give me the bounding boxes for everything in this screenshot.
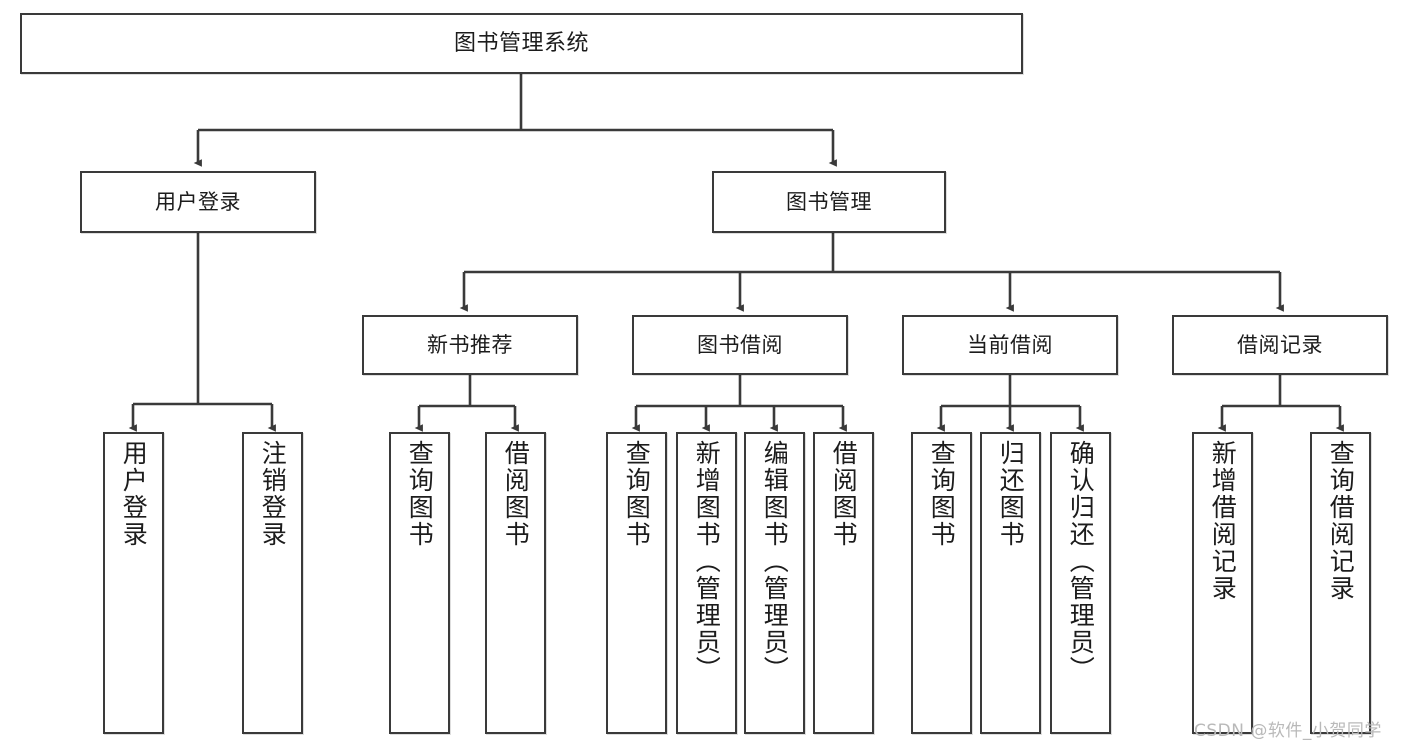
node-label: 归还图书 — [996, 440, 1026, 548]
node-book-borrow[interactable]: 图书借阅 — [632, 315, 848, 375]
node-label: 当前借阅 — [967, 332, 1053, 357]
node-label: 确认归还（管理员） — [1066, 440, 1096, 683]
node-label: 用户登录 — [155, 189, 241, 214]
leaf-current-confirm-return[interactable]: 确认归还（管理员） — [1050, 432, 1111, 734]
node-label: 借阅图书 — [501, 440, 531, 548]
node-label: 借阅图书 — [829, 440, 859, 548]
node-label: 用户登录 — [119, 440, 149, 548]
node-label: 图书管理 — [786, 189, 872, 214]
node-label: 编辑图书（管理员） — [760, 440, 790, 683]
leaf-new-book-borrow[interactable]: 借阅图书 — [485, 432, 546, 734]
leaf-borrow-query-book[interactable]: 查询图书 — [606, 432, 667, 734]
leaf-new-book-query[interactable]: 查询图书 — [389, 432, 450, 734]
node-new-book-recommend[interactable]: 新书推荐 — [362, 315, 578, 375]
node-label: 查询图书 — [927, 440, 957, 548]
node-label: 借阅记录 — [1237, 332, 1323, 357]
node-user-login[interactable]: 用户登录 — [80, 171, 316, 233]
leaf-borrow-edit-book[interactable]: 编辑图书（管理员） — [744, 432, 805, 734]
leaf-current-query-book[interactable]: 查询图书 — [911, 432, 972, 734]
node-label: 查询图书 — [405, 440, 435, 548]
node-label: 查询图书 — [622, 440, 652, 548]
node-label: 新增图书（管理员） — [692, 440, 722, 683]
leaf-current-return-book[interactable]: 归还图书 — [980, 432, 1041, 734]
node-label: 注销登录 — [258, 440, 288, 548]
node-current-borrow[interactable]: 当前借阅 — [902, 315, 1118, 375]
node-root-system[interactable]: 图书管理系统 — [20, 13, 1023, 74]
leaf-record-add[interactable]: 新增借阅记录 — [1192, 432, 1253, 734]
node-label: 图书管理系统 — [453, 30, 589, 56]
watermark: CSDN @软件_小贺同学 — [1194, 721, 1382, 741]
leaf-user-login-logout[interactable]: 注销登录 — [242, 432, 303, 734]
node-label: 图书借阅 — [697, 332, 783, 357]
node-book-management[interactable]: 图书管理 — [712, 171, 946, 233]
leaf-user-login-login[interactable]: 用户登录 — [103, 432, 164, 734]
node-label: 查询借阅记录 — [1326, 440, 1356, 602]
leaf-borrow-borrow-book[interactable]: 借阅图书 — [813, 432, 874, 734]
node-borrow-record[interactable]: 借阅记录 — [1172, 315, 1388, 375]
leaf-borrow-add-book[interactable]: 新增图书（管理员） — [676, 432, 737, 734]
leaf-record-query[interactable]: 查询借阅记录 — [1310, 432, 1371, 734]
node-label: 新书推荐 — [427, 332, 513, 357]
node-label: 新增借阅记录 — [1208, 440, 1238, 602]
